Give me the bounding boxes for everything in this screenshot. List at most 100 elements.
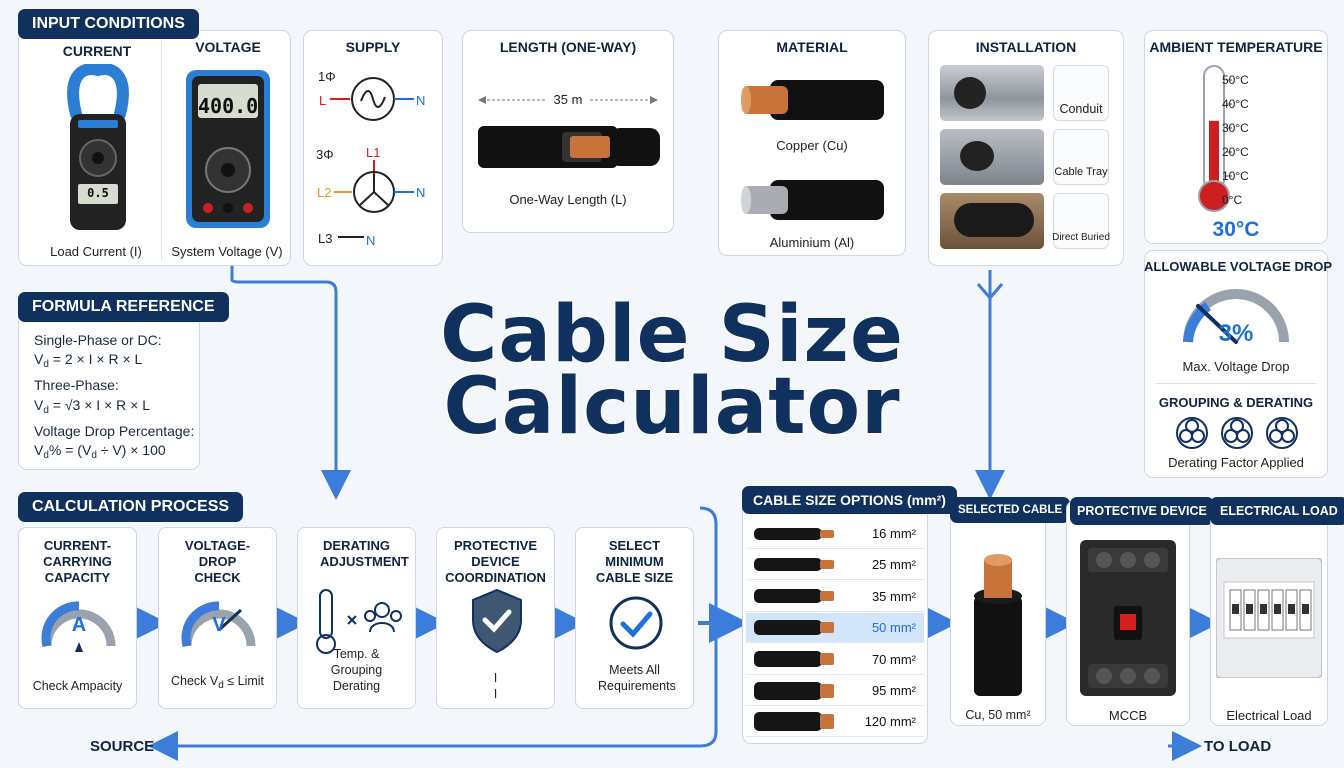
step-label: Check Vd ≤ Limit <box>170 674 265 691</box>
three-phase-l1-label: L1 <box>366 145 381 160</box>
input-conditions-header: INPUT CONDITIONS <box>18 9 199 39</box>
cable-size-option[interactable]: 120 mm² <box>746 707 924 738</box>
cable-icon <box>754 558 822 572</box>
step-label: Check Ampacity <box>32 679 123 693</box>
copper-cable-icon <box>741 80 884 120</box>
step-title: CURRENT-CARRYING CAPACITY <box>43 538 112 585</box>
copper-core-icon <box>820 683 834 698</box>
installation-item-direct-buried: Direct Buried <box>1052 232 1110 243</box>
mccb-label: MCCB <box>1108 708 1148 723</box>
copper-core-icon <box>820 621 834 634</box>
cable-size-option[interactable]: 70 mm² <box>746 645 924 675</box>
electrical-load-header: ELECTRICAL LOAD <box>1210 497 1344 525</box>
max-voltage-drop-label: Max. Voltage Drop <box>1182 359 1290 374</box>
temp-tick-20: 20°C <box>1222 145 1249 159</box>
temp-tick-40: 40°C <box>1222 97 1249 111</box>
system-voltage-label: System Voltage (V) <box>171 244 283 259</box>
three-phase-n-label: N <box>416 185 426 200</box>
copper-core-icon <box>820 591 834 602</box>
derating-icon <box>316 589 402 654</box>
supply-panel <box>303 30 443 266</box>
one-phase-n-label: N <box>416 93 426 108</box>
three-phase-l2-label: L2 <box>317 185 332 200</box>
load-current-label: Load Current (I) <box>50 244 142 259</box>
voltage-gauge-icon <box>181 601 256 648</box>
multimeter-display: 400.0 <box>198 94 259 118</box>
copper-label: Copper (Cu) <box>776 138 848 153</box>
cable-tray-icon <box>1053 129 1109 185</box>
direct-buried-image <box>940 193 1044 249</box>
installation-item-conduit: Conduit <box>1059 102 1103 116</box>
copper-core-icon <box>820 714 834 730</box>
cable-icon <box>754 712 822 732</box>
page-title-line2: Calculator <box>443 362 901 452</box>
cable-icon <box>754 589 822 604</box>
installation-item-cable-tray: Cable Tray <box>1054 166 1108 178</box>
material-title: MATERIAL <box>776 39 848 55</box>
cable-icon <box>754 681 822 700</box>
step-label: Temp. & Grouping Derating <box>330 647 383 693</box>
distribution-board-icon <box>1216 558 1322 678</box>
cable-cutaway-icon <box>478 126 660 168</box>
cable-size-option[interactable]: 95 mm² <box>746 676 924 706</box>
selected-cable-header: SELECTED CABLE <box>950 497 1071 523</box>
derating-factor-label: Derating Factor Applied <box>1168 455 1304 470</box>
grouping-title: GROUPING & DERATING <box>1158 395 1314 410</box>
cable-size-options-header: CABLE SIZE OPTIONS (mm²) <box>742 486 957 514</box>
step-derating-adjustment: DERATING ADJUSTMENT Temp. & Grouping Der… <box>297 527 416 709</box>
check-circle-icon <box>609 596 663 650</box>
conduit-icon <box>1053 65 1109 121</box>
step-voltage-drop-check: VOLTAGE-DROP CHECK V Check Vd ≤ Limit <box>158 527 277 709</box>
ambient-temperature-panel <box>1144 30 1328 244</box>
temp-tick-10: 10°C <box>1222 169 1249 183</box>
cable-size-option[interactable]: 35 mm² <box>746 582 924 612</box>
direct-buried-icon <box>1053 193 1109 249</box>
single-phase-symbol <box>330 77 414 121</box>
length-value: 35 m <box>553 92 583 107</box>
grouping-icons <box>1176 417 1298 449</box>
cable-size-label: 95 mm² <box>871 683 916 698</box>
copper-core-icon <box>820 560 834 570</box>
ambient-temperature-title: AMBIENT TEMPERATURE <box>1149 39 1323 55</box>
formula-three: Vd = √3 × I × R × L <box>34 397 150 416</box>
clamp-meter-display: 0.5 <box>87 186 109 200</box>
cable-icon <box>754 619 822 636</box>
formula-reference-panel <box>18 306 200 470</box>
three-phase-l3-label: L3 <box>318 231 333 246</box>
one-phase-l-label: L <box>319 93 327 108</box>
page-title-line1: Cable Size <box>440 290 904 380</box>
cable-size-label: 120 mm² <box>864 714 916 730</box>
cable-size-label: 70 mm² <box>871 651 916 667</box>
shield-check-icon <box>472 588 522 654</box>
coordination-line-2: I <box>493 686 498 701</box>
copper-core-icon <box>820 652 834 666</box>
three-phase-n2-label: N <box>366 233 376 248</box>
electrical-load-label: Electrical Load <box>1226 708 1312 723</box>
step-title: SELECT MINIMUM CABLE SIZE <box>595 538 674 585</box>
formula-reference-header: FORMULA REFERENCE <box>18 292 229 322</box>
voltage-title: VOLTAGE <box>195 39 261 55</box>
voltage-drop-title: ALLOWABLE VOLTAGE DROP <box>1144 259 1333 274</box>
copper-core-icon <box>820 529 834 538</box>
temp-tick-0: 0°C <box>1222 193 1243 207</box>
length-title: LENGTH (ONE-WAY) <box>499 39 637 55</box>
cable-size-option[interactable]: 25 mm² <box>746 550 924 581</box>
cable-size-option[interactable]: 50 mm² <box>746 613 924 644</box>
cable-size-label: 25 mm² <box>871 557 916 573</box>
protective-device-header: PROTECTIVE DEVICE <box>1070 497 1214 525</box>
three-phase-symbol <box>334 160 414 238</box>
step-protective-device-coordination: PROTECTIVE DEVICE COORDINATION I I <box>436 527 555 709</box>
cable-size-option[interactable]: 16 mm² <box>746 519 924 549</box>
step-title: PROTECTIVE DEVICE COORDINATION <box>445 538 546 585</box>
voltage-drop-gauge <box>1183 289 1289 344</box>
step-select-minimum-cable-size: SELECT MINIMUM CABLE SIZE Meets All Requ… <box>575 527 694 709</box>
cable-icon <box>754 650 822 668</box>
length-dimension-arrow <box>478 96 658 104</box>
ampacity-gauge-letter: A <box>71 614 87 636</box>
formula-pct: Vd% = (Vd ÷ V) × 100 <box>34 442 166 461</box>
step-label: Meets All Requirements <box>598 663 676 693</box>
cable-icon <box>754 527 822 540</box>
current-title: CURRENT <box>62 43 132 59</box>
aluminium-cable-icon <box>741 180 884 220</box>
